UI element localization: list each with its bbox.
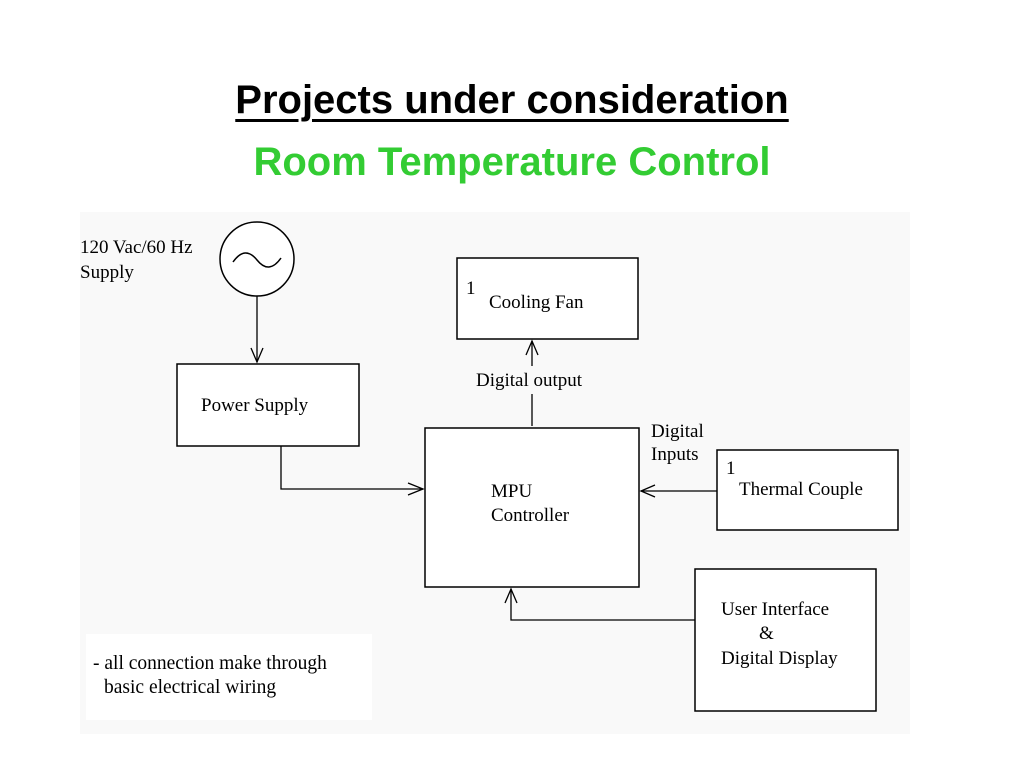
cooling-fan-number: 1 (466, 278, 476, 299)
digital-output-label: Digital output (476, 370, 583, 391)
mpu-controller-block: MPU Controller (424, 427, 640, 588)
user-interface-box (694, 568, 877, 712)
slide-subtitle: Room Temperature Control (253, 140, 771, 184)
wiring-note: - all connection make through basic elec… (93, 653, 327, 698)
cooling-fan-block: 1 Cooling Fan (456, 257, 639, 340)
cooling-fan-box (456, 257, 639, 340)
mpu-label-line1: MPU (491, 481, 532, 502)
thermal-couple-number: 1 (726, 458, 736, 479)
arrow-supply-to-power-supply (250, 296, 264, 364)
mpu-label-line2: Controller (491, 505, 570, 526)
user-interface-block: User Interface & Digital Display (694, 568, 877, 712)
ac-supply-source: 120 Vac/60 Hz Supply (80, 221, 295, 297)
sine-wave-icon (232, 252, 282, 268)
power-supply-block: Power Supply (176, 363, 360, 447)
slide-title: Projects under consideration (235, 78, 789, 122)
arrow-power-supply-to-mpu (280, 446, 425, 496)
ui-label-line1: User Interface (721, 599, 829, 620)
arrow-thermal-couple-to-mpu (639, 484, 717, 498)
thermal-couple-label: Thermal Couple (739, 479, 863, 500)
supply-label-line2: Supply (80, 262, 134, 283)
note-background (86, 634, 372, 720)
mpu-controller-box (424, 427, 640, 588)
cooling-fan-label: Cooling Fan (489, 292, 584, 313)
note-line1: - all connection make through (93, 653, 327, 674)
thermal-couple-box (716, 449, 899, 531)
digital-inputs-label-line2: Inputs (651, 444, 699, 465)
thermal-couple-block: 1 Thermal Couple (716, 449, 899, 531)
digital-inputs-label-line1: Digital (651, 421, 704, 442)
supply-label-line1: 120 Vac/60 Hz (80, 237, 193, 258)
note-line2: basic electrical wiring (104, 677, 276, 698)
arrow-mpu-to-cooling-fan (525, 339, 539, 426)
arrow-user-interface-to-mpu (504, 587, 695, 621)
power-supply-box (176, 363, 360, 447)
ui-label-line2: & (759, 623, 774, 644)
power-supply-label: Power Supply (201, 395, 309, 416)
ui-label-line3: Digital Display (721, 648, 838, 669)
